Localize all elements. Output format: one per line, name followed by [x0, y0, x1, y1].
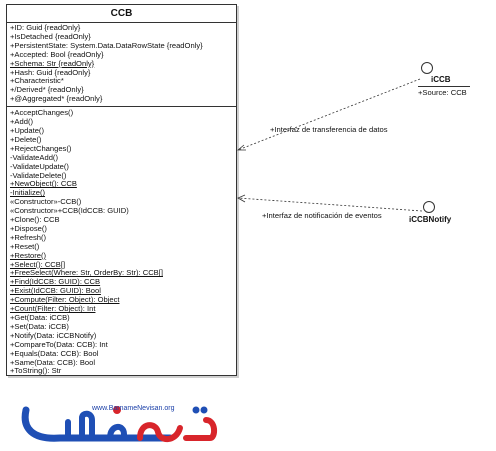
interface-divider	[418, 86, 470, 87]
interface-name-iccbnotify: iCCBNotify	[409, 215, 452, 224]
class-attribute: +Hash: Guid {readOnly}	[10, 68, 91, 77]
connector-iccb	[237, 78, 421, 151]
class-operation: -Initialize()	[10, 189, 46, 198]
class-attribute: +/Derived* {readOnly}	[10, 86, 84, 95]
class-operation: +Find(IdCCB: GUID): CCB	[10, 278, 101, 287]
class-operation: -ValidateAdd()	[10, 153, 58, 162]
class-attribute: +@Aggregated* {readOnly}	[10, 95, 103, 104]
class-operation: +Dispose()	[10, 224, 47, 233]
class-operation: «Constructor»+CCB(IdCCB: GUID)	[10, 207, 129, 216]
connector-label-event-notification: +Interfaz de notificación de eventos	[262, 211, 382, 220]
class-operation: +Notify(Data: iCCBNotify)	[10, 331, 97, 340]
class-attribute: +ID: Guid {readOnly}	[10, 24, 81, 32]
logo-graphic	[21, 406, 218, 442]
uml-class-ccb: CCB +ID: Guid {readOnly}+IsDetached {rea…	[6, 4, 237, 376]
interface-lollipop-icon	[423, 201, 435, 213]
operations-compartment: +AcceptChanges()+Add()+Update()+Delete()…	[7, 107, 236, 378]
class-operation: -ValidateDelete()	[10, 171, 67, 180]
class-operation: +Compute(Filter: Object): Object	[10, 296, 120, 305]
class-operation: +Restore()	[10, 251, 47, 260]
class-operation: +Get(Data: iCCB)	[10, 314, 70, 322]
attributes-compartment: +ID: Guid {readOnly}+IsDetached {readOnl…	[7, 23, 236, 108]
class-operation: +Equals(Data: CCB): Bool	[10, 349, 99, 358]
interface-attribute-source: +Source: CCB	[418, 88, 467, 97]
class-operation: +Set(Data: iCCB)	[10, 322, 69, 331]
class-operation: +Clone(): CCB	[10, 216, 60, 225]
class-operation: +Same(Data: CCB): Bool	[10, 358, 96, 367]
class-operation: +Delete()	[10, 135, 42, 144]
interface-lollipop-icon	[421, 62, 433, 74]
class-operation: +NewObject(): CCB	[10, 180, 77, 189]
class-operation: +Refresh()	[10, 233, 47, 242]
class-operation: +FreeSelect(Where: Str, OrderBy: Str): C…	[10, 269, 163, 278]
class-operation: -ValidateUpdate()	[10, 162, 69, 171]
class-attribute: +Characteristic*	[10, 77, 64, 86]
class-operation: +Add()	[10, 118, 34, 127]
class-operation: «Constructor»-CCB()	[10, 198, 82, 207]
connector-iccbnotify	[237, 197, 423, 212]
connector-iccb-arrowhead	[236, 144, 246, 151]
class-attribute: +IsDetached {readOnly}	[10, 32, 91, 41]
class-operation: +Exist(IdCCB: GUID): Bool	[10, 287, 101, 296]
interface-name-iccb: iCCB	[431, 75, 451, 84]
class-operation: +Select(): CCB[]	[10, 260, 66, 269]
barnamenevisan-logo: www.BarnameNevisan.org	[20, 398, 220, 446]
connector-label-data-transfer: +Interfaz de transferencia de datos	[270, 125, 388, 134]
class-operation: +RejectChanges()	[10, 144, 72, 153]
connector-iccbnotify-arrowhead	[237, 194, 246, 203]
class-name: CCB	[7, 5, 236, 23]
class-operation: +Update()	[10, 126, 44, 135]
class-operation: +AcceptChanges()	[10, 109, 74, 118]
class-attribute: +Schema: Str {readOnly}	[10, 59, 95, 68]
class-operation: +Reset()	[10, 242, 40, 251]
class-attribute: +Accepted: Bool {readOnly}	[10, 50, 104, 59]
logo-url: www.BarnameNevisan.org	[92, 405, 175, 412]
class-operation: +ToString(): Str	[10, 367, 62, 376]
class-operation: +Count(Filter: Object): Int	[10, 305, 96, 314]
class-operation: +CompareTo(Data: CCB): Int	[10, 340, 108, 349]
class-attribute: +PersistentState: System.Data.DataRowSta…	[10, 41, 203, 50]
